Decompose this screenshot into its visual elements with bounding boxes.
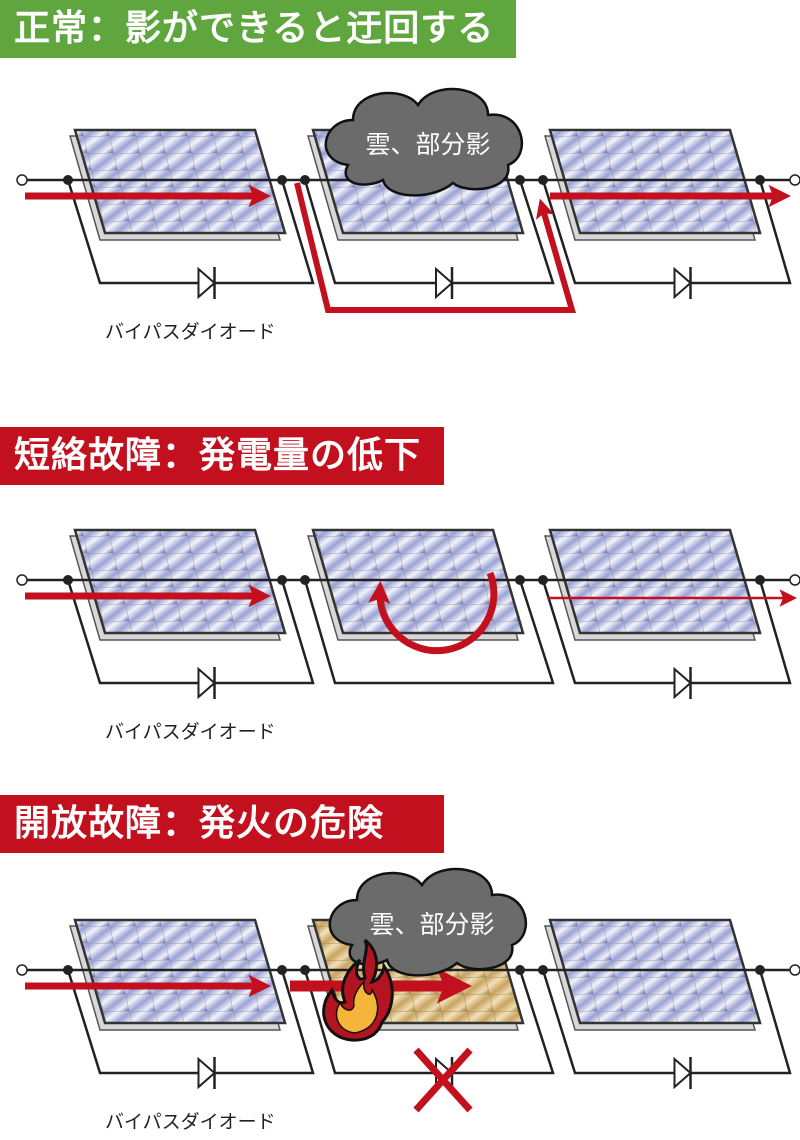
fire-icon: [322, 938, 394, 1042]
header-title: 正常：影ができると迂回する: [14, 8, 495, 49]
terminal-left: [16, 174, 28, 186]
junction-node: [538, 575, 548, 585]
junction-node: [300, 575, 310, 585]
header-title: 短絡故障：発電量の低下: [14, 435, 422, 476]
diode-icon: [197, 266, 217, 300]
cloud-label: 雲、部分影: [365, 130, 490, 159]
broken-diode-x: [413, 1047, 473, 1113]
bypass-wire: [303, 579, 555, 685]
junction-node: [277, 575, 287, 585]
cloud-label: 雲、部分影: [369, 910, 494, 939]
junction-node: [63, 965, 73, 975]
junction-node: [277, 965, 287, 975]
junction-node: [755, 965, 765, 975]
diode-icon: [673, 666, 693, 700]
short-circuit-loop-arrow: [367, 571, 498, 655]
diagram-short-fault: バイパスダイオード: [16, 528, 800, 743]
junction-node: [755, 175, 765, 185]
section-header-short-fault: 短絡故障：発電量の低下: [0, 427, 444, 485]
solar-panel: [311, 528, 525, 635]
junction-node: [515, 575, 525, 585]
diode-label: バイパスダイオード: [105, 321, 276, 343]
junction-node: [538, 175, 548, 185]
junction-node: [63, 175, 73, 185]
solar-panel: [548, 528, 762, 635]
diode-icon: [673, 266, 693, 300]
header-title: 開放故障：発火の危険: [14, 803, 385, 844]
diode-icon: [673, 1056, 693, 1090]
solar-panel: [548, 918, 762, 1025]
diode-icon: [197, 666, 217, 700]
junction-node: [515, 965, 525, 975]
junction-node: [538, 965, 548, 975]
bypass-current-arrow: [294, 182, 576, 313]
solar-panel: [548, 128, 762, 235]
flame-inner: [335, 979, 379, 1034]
diode-icon: [435, 266, 454, 300]
solar-panel: [73, 128, 287, 235]
terminal-right: [789, 574, 800, 586]
terminal-left: [16, 574, 28, 586]
terminal-right: [789, 174, 800, 186]
section-header-normal: 正常：影ができると迂回する: [0, 0, 516, 58]
solar-panel: [73, 528, 287, 635]
cloud-icon: 雲、部分影: [328, 867, 528, 977]
solar-panel: [73, 918, 287, 1025]
cloud-shape: [328, 867, 528, 977]
diode-icon: [197, 1056, 217, 1090]
diode-label: バイパスダイオード: [105, 1111, 276, 1133]
junction-node: [63, 575, 73, 585]
junction-node: [755, 575, 765, 585]
terminal-left: [16, 964, 28, 976]
junction-node: [515, 175, 525, 185]
terminal-right: [789, 964, 800, 976]
junction-node: [277, 175, 287, 185]
cloud-icon: 雲、部分影: [324, 87, 524, 197]
junction-node: [300, 965, 310, 975]
cloud-shape: [324, 87, 524, 197]
section-header-open-fault: 開放故障：発火の危険: [0, 795, 444, 853]
diode-label: バイパスダイオード: [105, 721, 276, 743]
junction-node: [300, 175, 310, 185]
